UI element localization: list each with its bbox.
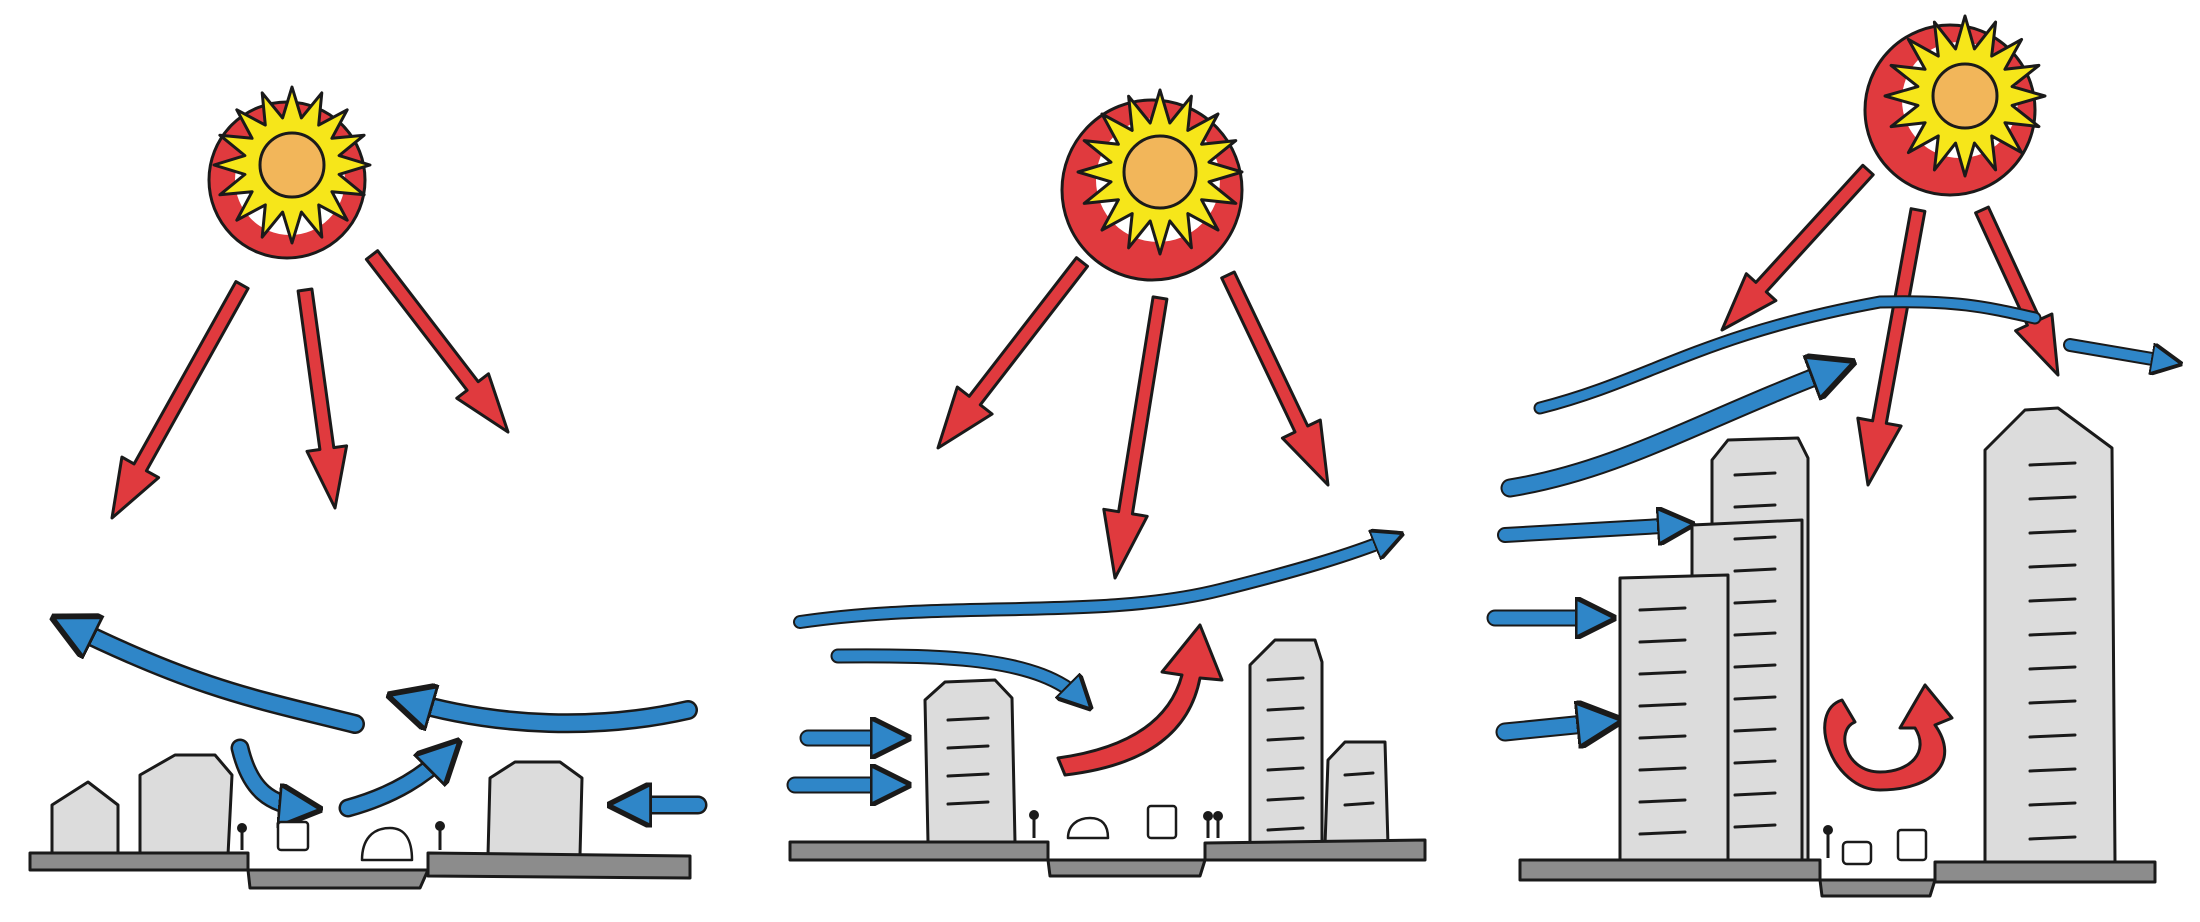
vortex-arrow-icon	[1823, 683, 1954, 792]
pedestrian-icon	[237, 821, 445, 850]
ground-strip	[28, 851, 692, 890]
floor-mark	[1733, 599, 1777, 605]
building-icon	[1618, 406, 2117, 864]
heat-arrow-icon	[1056, 623, 1224, 777]
floor-mark	[946, 744, 990, 750]
floor-mark	[2028, 631, 2077, 637]
floor-mark	[1266, 676, 1305, 682]
floor-mark	[1638, 830, 1687, 836]
heat-arrow-icon	[1720, 163, 2060, 487]
floor-mark	[946, 716, 990, 722]
floor-mark	[2028, 665, 2077, 671]
car-icon	[1066, 804, 1178, 840]
pedestrian-icon	[1823, 825, 1833, 858]
ground-strip	[788, 838, 1427, 878]
floor-mark	[1266, 826, 1305, 832]
floor-mark	[1733, 791, 1777, 797]
floor-mark	[1638, 734, 1687, 740]
floor-mark	[1266, 706, 1305, 712]
floor-mark	[1733, 631, 1777, 637]
floor-mark	[1733, 503, 1777, 509]
floor-mark	[1733, 759, 1777, 765]
panel-high-rise	[1486, 14, 2170, 898]
floor-mark	[1733, 535, 1777, 541]
floor-mark	[1733, 823, 1777, 829]
wind-arrow-icon	[1486, 295, 2170, 732]
floor-mark	[1266, 796, 1305, 802]
floor-mark	[2028, 461, 2077, 467]
building-floor-marks	[946, 461, 2077, 841]
floor-mark	[1266, 736, 1305, 742]
panel-mid-rise	[786, 88, 1427, 878]
floor-mark	[946, 772, 990, 778]
floor-mark	[1343, 801, 1375, 807]
floor-mark	[1638, 766, 1687, 772]
pedestrian-icon	[1029, 810, 1223, 838]
floor-mark	[2028, 699, 2077, 705]
floor-mark	[2028, 835, 2077, 841]
floor-mark	[2028, 733, 2077, 739]
car-icon	[276, 820, 414, 862]
floor-mark	[1733, 471, 1777, 477]
floor-mark	[2028, 495, 2077, 501]
floor-mark	[1638, 606, 1687, 612]
floor-mark	[1638, 702, 1687, 708]
floor-mark	[1638, 798, 1687, 804]
heat-arrow-icon	[936, 256, 1330, 580]
heat-arrow-icon	[110, 249, 510, 520]
floor-mark	[1733, 567, 1777, 573]
floor-mark	[1638, 670, 1687, 676]
floor-mark	[2028, 597, 2077, 603]
floor-mark	[1733, 727, 1777, 733]
floor-mark	[2028, 767, 2077, 773]
sun-icon	[1863, 14, 2047, 197]
floor-mark	[1266, 766, 1305, 772]
floor-mark	[2028, 801, 2077, 807]
floor-mark	[2028, 529, 2077, 535]
sun-icon	[207, 85, 372, 260]
floor-mark	[1733, 695, 1777, 701]
floor-mark	[2028, 563, 2077, 569]
car-icon	[1841, 828, 1928, 866]
building-icon	[50, 753, 584, 857]
floor-mark	[946, 800, 990, 806]
floor-mark	[1733, 663, 1777, 669]
panel-low-rise	[28, 85, 708, 890]
ground-strip	[1518, 858, 2157, 898]
floor-mark	[1343, 771, 1375, 777]
wind-arrow-icon	[68, 625, 708, 808]
wind-arrow-icon	[786, 538, 1392, 785]
floor-mark	[1638, 638, 1687, 644]
sun-icon	[1060, 88, 1244, 282]
